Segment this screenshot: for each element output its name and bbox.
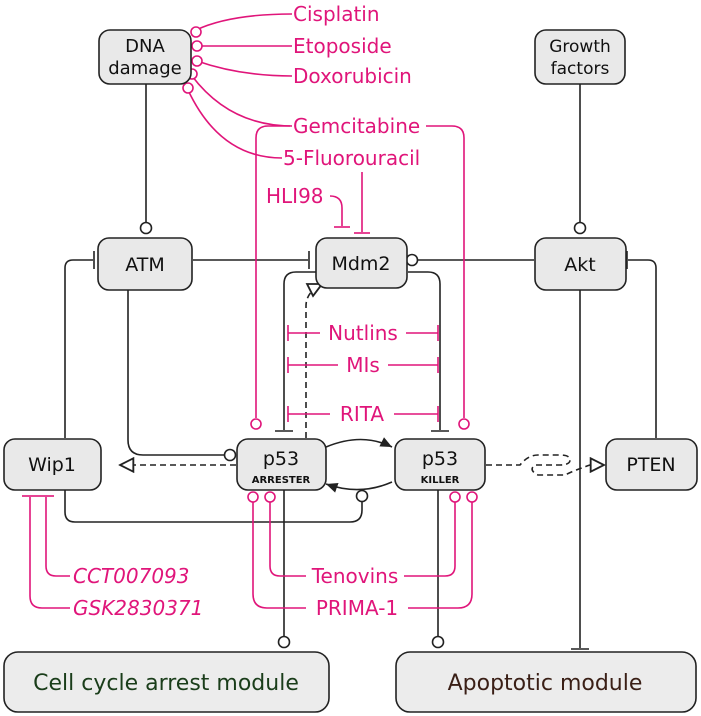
growth-factors-label-2: factors — [551, 59, 610, 79]
drug-edge-fluorouracil — [187, 89, 283, 159]
drug-head-gemcitabine-arrester — [250, 418, 262, 430]
drug-edge-gemcitabine-arrester — [255, 125, 290, 418]
drug-label-cct: CCT007093 — [73, 564, 190, 588]
edge-pten-inhibits-akt — [628, 259, 657, 438]
node-apoptotic-module: Apoptotic module — [395, 651, 697, 713]
atm-label: ATM — [125, 254, 165, 276]
node-p53-killer: p53 KILLER — [394, 438, 486, 491]
drug-head-tenovins-killer — [449, 491, 461, 503]
drug-label-prima1: PRIMA-1 — [316, 596, 398, 620]
node-wip1: Wip1 — [3, 438, 102, 491]
drug-edge-cisplatin — [195, 13, 293, 31]
drug-edge-gemcitabine-killer — [426, 125, 465, 418]
drug-edge-gemcitabine — [191, 75, 293, 127]
edge-mdm2-inhibits-p53arrester — [283, 271, 316, 430]
drug-head-cisplatin — [190, 26, 202, 38]
drug-edge-prima1-killer — [408, 502, 473, 609]
pten-label: PTEN — [626, 454, 675, 476]
edge-killer-to-arrester — [325, 481, 393, 493]
p53-arrester-label: p53 — [263, 448, 299, 470]
drug-label-etoposide: Etoposide — [293, 34, 392, 58]
drug-edge-prima1-arrester — [252, 502, 306, 609]
drug-head-etoposide — [191, 40, 203, 52]
drug-label-fluorouracil: 5-Fluorouracil — [283, 146, 420, 170]
apoptotic-label: Apoptotic module — [448, 671, 643, 696]
drug-edge-gsk — [29, 497, 70, 609]
edge-atm-to-p53arrester — [127, 290, 224, 456]
edge-atm-p53-head — [223, 448, 237, 462]
p53-killer-sublabel: KILLER — [421, 475, 460, 486]
edge-wip1-p53-head — [355, 489, 369, 503]
drug-edge-tenovins-arrester — [269, 502, 306, 577]
p53-killer-label: p53 — [422, 448, 458, 470]
drug-label-gemcitabine: Gemcitabine — [293, 114, 420, 138]
drug-label-tenovins: Tenovins — [311, 564, 399, 588]
edge-wip1-to-p53 — [64, 490, 363, 523]
edge-mdm2-inhibits-p53killer — [408, 271, 441, 430]
node-atm: ATM — [97, 237, 193, 291]
node-pten: PTEN — [605, 438, 698, 491]
drug-edge-doxorubicin — [196, 60, 293, 77]
edge-growth-akt-head — [573, 221, 587, 235]
drug-head-doxorubicin — [191, 55, 203, 67]
edge-wip1-inhibits-atm — [64, 259, 93, 438]
drug-head-tenovins-arrester — [264, 491, 276, 503]
akt-label: Akt — [564, 254, 595, 276]
node-dna-damage: DNA damage — [98, 29, 192, 85]
p53-arrester-sublabel: ARRESTER — [252, 475, 311, 486]
edge-p53arrester-induces-mdm2 — [305, 284, 322, 438]
node-p53-arrester: p53 ARRESTER — [236, 438, 327, 491]
node-mdm2: Mdm2 — [315, 237, 408, 289]
edge-p53killer-induces-pten — [486, 454, 604, 476]
mdm2-label: Mdm2 — [331, 253, 390, 275]
drug-bars-mis — [287, 357, 439, 373]
drug-edge-hli98 — [329, 195, 343, 226]
drug-edge-cct — [45, 497, 70, 577]
node-cell-cycle-module: Cell cycle arrest module — [3, 651, 330, 713]
drug-label-hli98: HLI98 — [266, 184, 324, 208]
drug-edge-tenovins-killer — [404, 502, 456, 577]
node-growth-factors: Growth factors — [534, 29, 626, 85]
dna-damage-label-2: damage — [108, 58, 182, 79]
edge-killer-apoptotic-head — [431, 635, 445, 649]
drug-head-prima1-arrester — [247, 491, 259, 503]
drug-label-doxorubicin: Doxorubicin — [293, 64, 412, 88]
drug-bars-rita — [287, 406, 439, 422]
edge-dna-atm-head — [139, 221, 153, 235]
growth-factors-label-1: Growth — [549, 37, 611, 57]
edge-akt-mdm2-head — [405, 253, 419, 267]
wip1-label: Wip1 — [28, 454, 76, 476]
edge-arrester-to-killer — [325, 437, 393, 448]
cell-cycle-label: Cell cycle arrest module — [33, 671, 299, 696]
drug-head-gemcitabine-killer — [458, 418, 470, 430]
drug-bars-nutlins — [287, 325, 439, 341]
drug-label-gsk: GSK2830371 — [73, 596, 203, 620]
drug-head-prima1-killer — [466, 491, 478, 503]
drug-label-mis: MIs — [346, 353, 380, 377]
drug-label-rita: RITA — [340, 402, 384, 426]
node-akt: Akt — [534, 237, 627, 291]
dna-damage-label-1: DNA — [125, 36, 165, 57]
drug-label-cisplatin: Cisplatin — [293, 2, 380, 26]
drug-head-fluorouracil — [182, 82, 194, 94]
drug-label-nutlins: Nutlins — [328, 321, 398, 345]
edge-arrester-cellcycle-head — [277, 635, 291, 649]
